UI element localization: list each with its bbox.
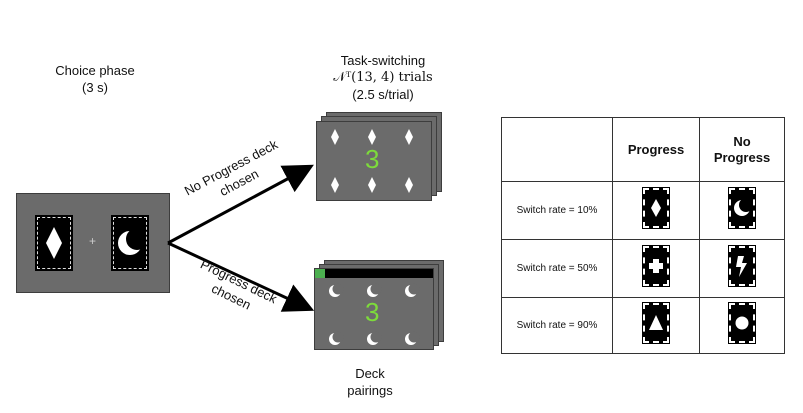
progress-arrow — [167, 241, 315, 312]
top-screen-front: 3 — [316, 121, 432, 201]
top-screen-digit: 3 — [365, 144, 380, 174]
progress-bar-fill — [315, 269, 325, 278]
task-switching-trials: 𝒩ᵀ(13, 4) trials — [333, 70, 433, 85]
deck-pairings-line2: pairings — [347, 383, 393, 398]
right-deck-card — [111, 215, 149, 271]
crescent-moon-icon — [734, 198, 753, 216]
progress-card-cell — [612, 297, 700, 354]
deck-pairings-label: Deck pairings — [320, 365, 420, 399]
task-switching-label: Task-switching 𝒩ᵀ(13, 4) trials (2.5 s/t… — [318, 52, 448, 103]
bottom-screen-moons — [329, 283, 420, 345]
crescent-moon-icon — [367, 331, 382, 345]
no-progress-arrow — [167, 164, 314, 245]
no-progress-card-cell — [699, 239, 785, 298]
crescent-moon-icon — [405, 331, 420, 345]
progress-card — [642, 245, 670, 287]
triangle-icon — [649, 315, 663, 330]
diamond-icon — [651, 199, 661, 217]
progress-bar — [315, 269, 433, 278]
choice-phase-title: Choice phase — [55, 63, 135, 78]
table-row: Switch rate = 10% — [501, 181, 785, 240]
choice-phase-label: Choice phase (3 s) — [40, 62, 150, 96]
deck-pairings-line1: Deck — [355, 366, 385, 381]
choice-phase-duration: (3 s) — [82, 80, 108, 95]
progress-card — [642, 302, 670, 344]
progress-card-cell — [612, 239, 700, 298]
col-header-progress: Progress — [612, 117, 700, 182]
crescent-moon-icon — [329, 331, 344, 345]
plus-cross-icon — [649, 259, 663, 273]
crescent-moon-icon — [118, 228, 148, 255]
no-progress-card — [728, 187, 756, 229]
choice-screen: + — [16, 193, 170, 293]
row-label: Switch rate = 90% — [501, 297, 613, 354]
left-deck-card — [35, 215, 73, 271]
diamond-icon — [405, 177, 413, 193]
fixation-cross: + — [89, 234, 97, 248]
top-screen-diamonds — [331, 129, 413, 193]
task-switching-title: Task-switching — [340, 53, 426, 68]
col-header-no-progress-line2: Progress — [713, 149, 771, 165]
crescent-moon-icon — [405, 283, 420, 297]
bottom-screen-digit: 3 — [365, 297, 380, 327]
diamond-icon — [46, 227, 62, 259]
diamond-icon — [331, 129, 339, 145]
crescent-moon-icon — [367, 283, 382, 297]
diamond-icon — [405, 129, 413, 145]
progress-card — [642, 187, 670, 229]
row-label: Switch rate = 10% — [501, 181, 613, 240]
no-progress-card — [728, 245, 756, 287]
row-label: Switch rate = 50% — [501, 239, 613, 298]
diamond-icon — [368, 129, 376, 145]
no-progress-card — [728, 302, 756, 344]
table-header-row: Progress No Progress — [501, 117, 785, 182]
table-row: Switch rate = 50% — [501, 239, 785, 298]
progress-card-cell — [612, 181, 700, 240]
table-corner-cell — [501, 117, 613, 182]
col-header-no-progress-line1: No — [733, 133, 751, 149]
circle-icon — [735, 316, 749, 330]
lightning-icon — [736, 256, 747, 277]
crescent-moon-icon — [329, 283, 344, 297]
diamond-icon — [331, 177, 339, 193]
deck-pairings-table: Progress No Progress Switch rate = 10% S… — [501, 117, 785, 354]
task-switching-rate: (2.5 s/trial) — [352, 87, 414, 102]
bottom-screen-front: 3 — [314, 268, 434, 350]
diamond-icon — [368, 177, 376, 193]
no-progress-card-cell — [699, 297, 785, 354]
table-row: Switch rate = 90% — [501, 297, 785, 354]
no-progress-card-cell — [699, 181, 785, 240]
col-header-no-progress: No Progress — [699, 117, 785, 182]
